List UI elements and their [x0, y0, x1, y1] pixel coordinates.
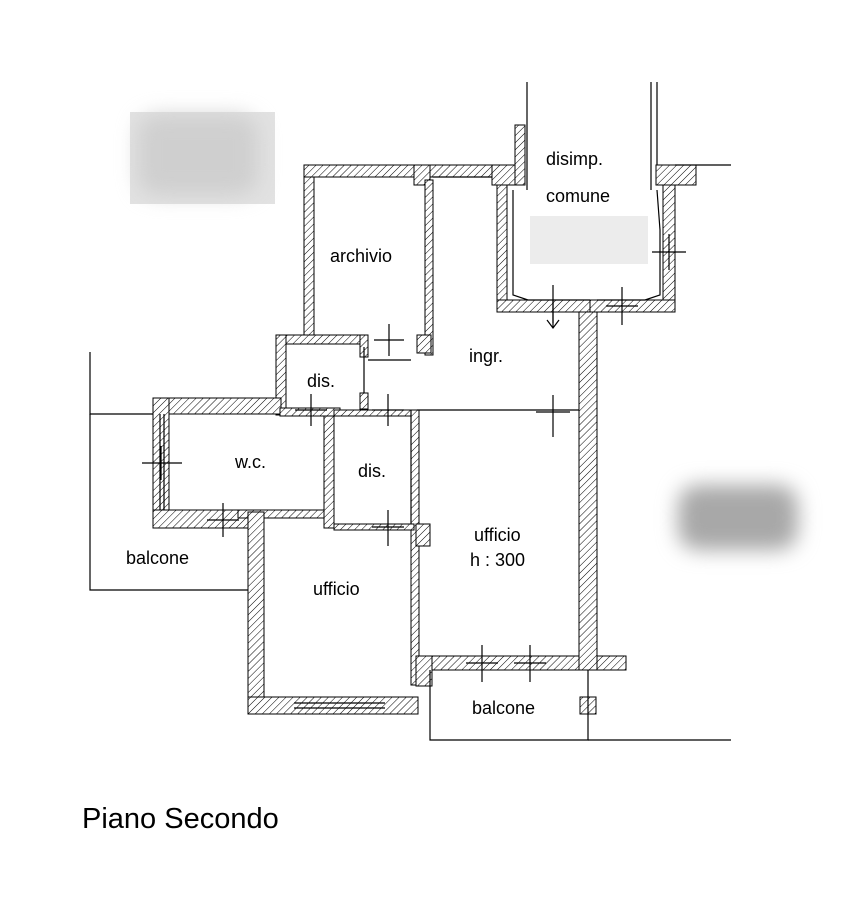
label-ingr: ingr. [469, 346, 503, 366]
label-disimp: disimp. [546, 149, 603, 169]
label-ufficio-right: ufficio [474, 525, 521, 545]
walls [152, 124, 697, 715]
label-archivio: archivio [330, 246, 392, 266]
entrance-arrow-icon [546, 300, 560, 329]
room-labels: disimp. comune archivio ingr. dis. dis. … [126, 149, 610, 718]
plan-lines [89, 82, 731, 741]
floor-title: Piano Secondo [82, 803, 279, 835]
label-dis-upper: dis. [307, 371, 335, 391]
redacted-patch-comune [530, 216, 648, 264]
blurred-stamp-right [678, 485, 798, 550]
label-comune: comune [546, 186, 610, 206]
label-ufficio-left: ufficio [313, 579, 360, 599]
label-wc: w.c. [234, 452, 266, 472]
door-cross-marks [142, 234, 686, 682]
blurred-stamp-top-left [138, 115, 258, 195]
label-balcone-bottom: balcone [472, 698, 535, 718]
label-dis-lower: dis. [358, 461, 386, 481]
label-balcone-left: balcone [126, 548, 189, 568]
label-height-note: h : 300 [470, 550, 525, 570]
